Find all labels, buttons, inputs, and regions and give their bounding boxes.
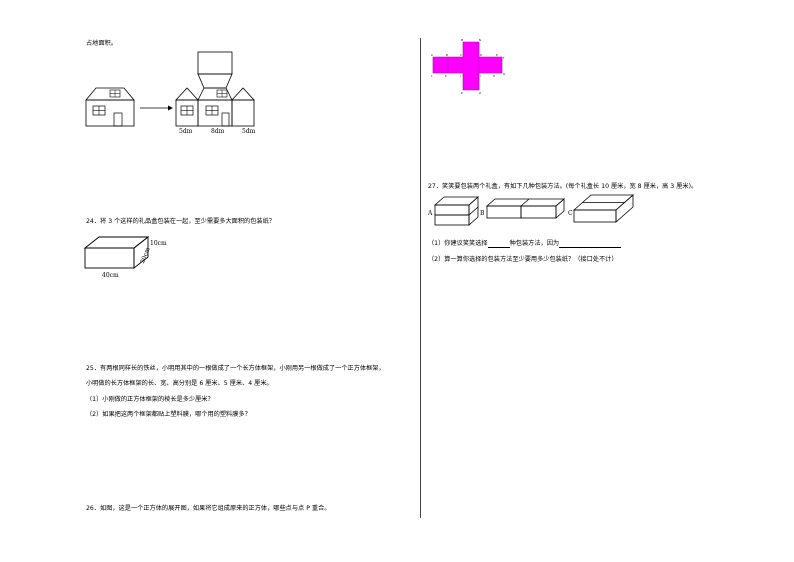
- page-divider: [420, 38, 421, 518]
- net-point-n: N: [479, 38, 481, 42]
- question-26: 26．如图，这是一个正方体的展开图，如果将它组成原来的正方体，哪些点与点 P 重…: [86, 505, 331, 512]
- net-point-g: G: [503, 72, 505, 76]
- question-27-sub1: （1）你建议笑笑选择 种包装方法，因为: [428, 240, 622, 248]
- gift-box-figure: [83, 236, 150, 269]
- house-label-left: 5dm: [179, 128, 193, 135]
- reason-answer-blank[interactable]: [559, 240, 622, 248]
- question-25-line1: 25．有两根同样长的铁丝，小明用其中的一根做成了一个长方体框架，小刚用另一根做成…: [86, 365, 385, 372]
- net-point-k: K: [445, 74, 447, 78]
- question-25-sub1: （1）小刚做的正方体框架的棱长是多少厘米？: [86, 396, 214, 403]
- net-point-p: P: [461, 91, 463, 95]
- option-label-b: B: [480, 210, 485, 217]
- net-point-l: L: [431, 74, 433, 78]
- box-height-label: 10cm: [150, 240, 167, 247]
- question-25-sub2: （2）如果把这两个框架都贴上塑料膜，哪个用的塑料膜多？: [86, 411, 251, 418]
- net-point-a: A: [431, 53, 433, 57]
- question-27-sub2: （2）算一算你选择的包装方法至少要用多少包装纸？（接口处不计）: [428, 256, 618, 263]
- question-27: 27．笑笑要包装两个礼盒，有如下几种包装方法。(每个礼盒长 10 厘米，宽 8 …: [428, 183, 698, 190]
- net-point-d: D: [480, 53, 482, 57]
- option-c-figure: [572, 194, 635, 223]
- option-a-figure: [433, 196, 480, 226]
- cube-net-figure: M N A B C D E F G H I J K L P Q: [431, 38, 505, 95]
- net-point-j: J: [459, 74, 461, 78]
- question-24: 24．将 3 个这样的礼品盒包装在一起，至少需要多大面积的包装纸？: [86, 218, 275, 225]
- sub1-text-b: 种包装方法，因为: [509, 240, 560, 247]
- net-point-b: B: [446, 53, 448, 57]
- net-point-f: F: [503, 56, 505, 60]
- house-figure: [85, 51, 255, 127]
- option-b-figure: [485, 198, 566, 219]
- net-point-q: Q: [479, 91, 481, 95]
- intro-text: 占地面积。: [86, 40, 117, 47]
- sub1-text-a: （1）你建议笑笑选择: [428, 240, 488, 247]
- house-label-right: 5dm: [242, 128, 256, 135]
- net-point-i: I: [480, 74, 481, 78]
- house-label-middle: 8dm: [211, 128, 225, 135]
- box-length-label: 40cm: [102, 272, 119, 279]
- option-label-a: A: [428, 210, 433, 217]
- net-point-m: M: [461, 38, 463, 42]
- net-point-c: C: [460, 53, 462, 57]
- method-answer-blank[interactable]: [487, 240, 510, 248]
- option-label-c: C: [568, 210, 573, 217]
- question-25-line2: 小明做的长方体框架的长、宽、高分别是 6 厘米、5 厘米、4 厘米。: [86, 380, 273, 387]
- net-point-e: E: [496, 53, 498, 57]
- net-point-h: H: [493, 74, 495, 78]
